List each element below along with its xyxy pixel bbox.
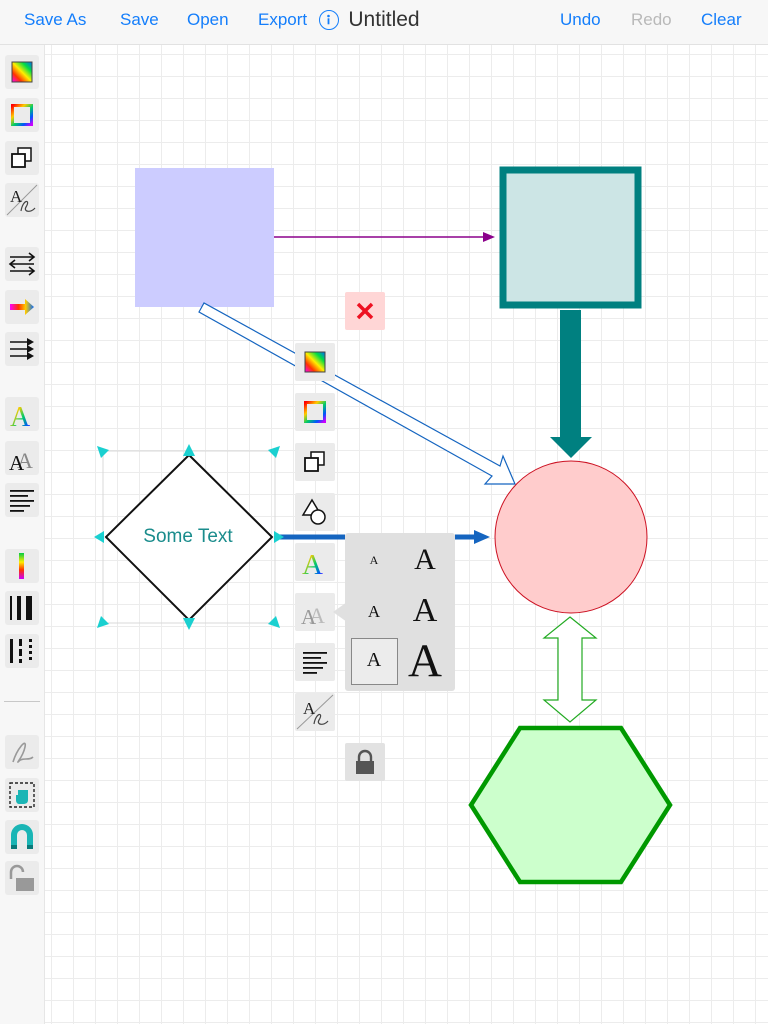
svg-text:A: A [309,603,325,628]
font-size-option-5[interactable]: A [366,649,382,671]
connector-list-tool[interactable] [5,247,39,281]
arrange-icon [11,147,32,168]
float-arrange-button[interactable] [295,443,335,481]
text-align-tool[interactable] [5,483,39,517]
float-fill-color-button[interactable] [295,343,335,381]
float-text-style-button[interactable]: A [295,693,335,731]
lock-icon [356,749,374,774]
font-size-option-2[interactable]: A [414,543,436,576]
lock-tool[interactable] [5,861,39,895]
sidebar-divider [4,701,40,702]
font-size-option-4[interactable]: A [412,592,438,629]
float-font-size-button[interactable]: A A [295,593,335,631]
font-color-icon: A [302,549,323,581]
magnet-icon [11,824,33,849]
float-shape-button[interactable] [295,493,335,531]
svg-text:A: A [301,605,317,629]
export-button[interactable]: Export [258,10,308,29]
selection-icon [9,782,35,808]
font-size-icon: A A [9,448,33,475]
svg-text:A: A [302,549,323,581]
info-icon[interactable] [319,10,339,30]
font-color-tool[interactable]: A [5,397,39,431]
dash-style-icon [10,639,32,663]
diamond-text[interactable]: Some Text [143,526,233,547]
line-thickness-icon [10,596,32,620]
clear-button[interactable]: Clear [701,10,742,29]
freehand-icon [12,742,34,763]
fill-color-tool[interactable] [5,55,39,89]
top-toolbar: Save As Save Open Export Untitled Undo R… [0,0,768,45]
float-stroke-color-button[interactable] [295,393,335,431]
connector-list-icon [8,252,36,276]
svg-text:A: A [303,699,316,718]
font-size-tool[interactable]: A A [5,441,39,475]
text-style-icon: A [6,184,38,216]
svg-text:A: A [10,187,23,206]
freehand-tool[interactable] [5,735,39,769]
redo-button[interactable]: Redo [631,10,672,29]
line-thickness-tool[interactable] [5,591,39,625]
connector-arrow-tool[interactable] [5,332,39,366]
delete-button[interactable] [345,292,385,330]
svg-text:A: A [10,402,31,431]
open-button[interactable]: Open [187,10,229,29]
float-font-color-button[interactable]: A [295,543,335,581]
connector-color-tool[interactable] [5,290,39,324]
dash-style-tool[interactable] [5,634,39,668]
svg-text:A: A [17,448,33,473]
magnet-tool[interactable] [5,820,39,854]
text-style-icon: A [296,694,334,730]
selection-tool[interactable] [5,778,39,812]
shape-icon [301,498,326,525]
selected-size-highlight [351,638,398,685]
font-size-option-6[interactable]: A [408,635,442,687]
text-align-icon [10,490,34,512]
left-tool-sidebar: A A A A [0,45,45,1024]
lock-shape-button[interactable] [345,743,385,781]
stroke-color-icon [11,104,33,126]
stroke-width-icon [19,553,24,579]
fill-color-icon [11,61,33,83]
connector-arrow-icon [10,338,34,360]
svg-text:A: A [9,451,25,475]
font-size-option-1[interactable]: A [369,553,379,567]
font-color-icon: A [10,402,31,431]
popover-pointer [333,602,347,622]
connector-color-icon [10,299,34,315]
close-icon [356,302,374,320]
text-style-tool[interactable]: A [5,183,39,217]
save-button[interactable]: Save [120,10,159,29]
fill-color-icon [304,351,326,373]
stroke-color-icon [304,401,326,423]
font-size-icon: A A [301,603,325,629]
text-align-icon [303,652,327,674]
font-size-option-3[interactable]: A [367,602,381,621]
float-text-align-button[interactable] [295,643,335,681]
arrange-tool[interactable] [5,141,39,175]
lock-icon [9,864,34,891]
stroke-width-tool[interactable] [5,549,39,583]
arrange-icon [304,451,325,472]
stroke-color-tool[interactable] [5,98,39,132]
undo-button[interactable]: Undo [560,10,601,29]
save-as-button[interactable]: Save As [24,10,87,29]
